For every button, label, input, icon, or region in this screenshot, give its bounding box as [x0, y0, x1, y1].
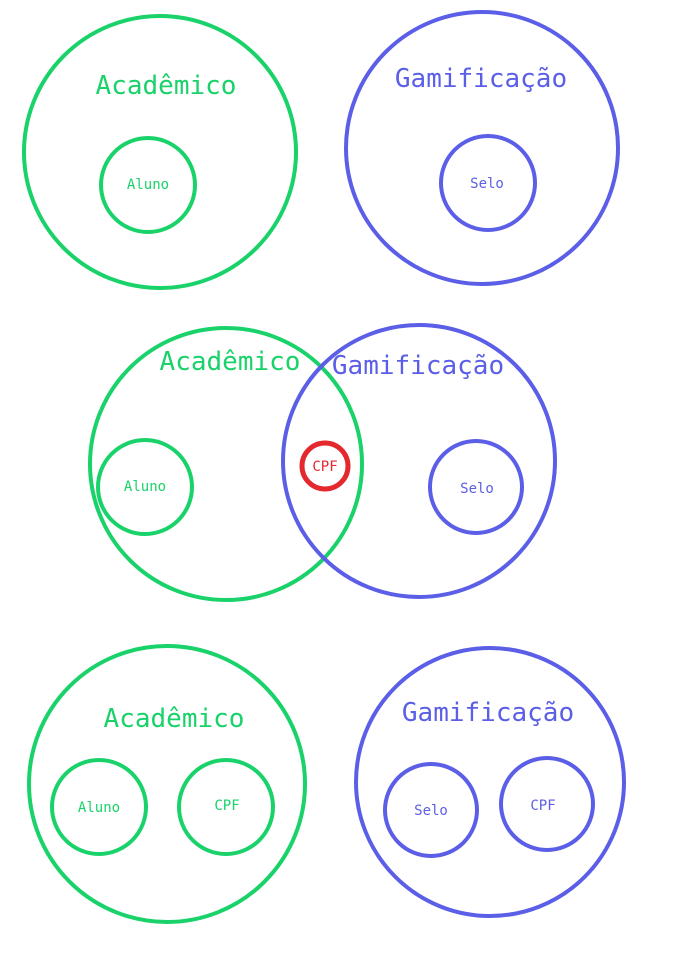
- academico-context-label: Acadêmico: [160, 347, 301, 377]
- aluno-entity-circle: [99, 136, 197, 234]
- cpf-entity-circle-academico: [177, 758, 275, 856]
- academico-context-circle: [22, 14, 298, 290]
- cpf-shared-entity-label: CPF: [312, 459, 337, 475]
- cpf-shared-entity-circle: [299, 440, 351, 492]
- cpf-entity-label-gamificacao: CPF: [530, 798, 555, 814]
- academico-context-label: Acadêmico: [104, 704, 245, 734]
- gamificacao-context-circle: [344, 10, 620, 286]
- diagram-separate: Acadêmico Aluno Gamificação Selo: [22, 10, 620, 290]
- academico-context-label: Acadêmico: [96, 71, 237, 101]
- cpf-entity-label-academico: CPF: [214, 798, 239, 814]
- gamificacao-context-label: Gamificação: [402, 698, 574, 728]
- aluno-entity-label: Aluno: [124, 479, 166, 495]
- selo-entity-circle: [383, 762, 479, 858]
- aluno-entity-label: Aluno: [78, 800, 120, 816]
- selo-entity-label: Selo: [470, 176, 504, 192]
- aluno-entity-circle: [50, 758, 148, 856]
- selo-entity-label: Selo: [460, 481, 494, 497]
- cpf-entity-circle-gamificacao: [499, 756, 595, 852]
- selo-entity-circle: [439, 134, 537, 232]
- gamificacao-context-circle: [281, 323, 557, 599]
- selo-entity-circle: [428, 439, 524, 535]
- selo-entity-label: Selo: [414, 803, 448, 819]
- aluno-entity-circle: [96, 438, 194, 536]
- diagram-overlapping: Acadêmico Gamificação Aluno Selo CPF: [88, 323, 557, 602]
- aluno-entity-label: Aluno: [127, 177, 169, 193]
- gamificacao-context-circle: [354, 646, 626, 918]
- diagram-duplicated: Acadêmico Aluno CPF Gamificação Selo CPF: [27, 644, 626, 924]
- academico-context-circle: [88, 326, 364, 602]
- academico-context-circle: [27, 644, 307, 924]
- gamificacao-context-label: Gamificação: [395, 64, 567, 94]
- gamificacao-context-label: Gamificação: [332, 351, 504, 381]
